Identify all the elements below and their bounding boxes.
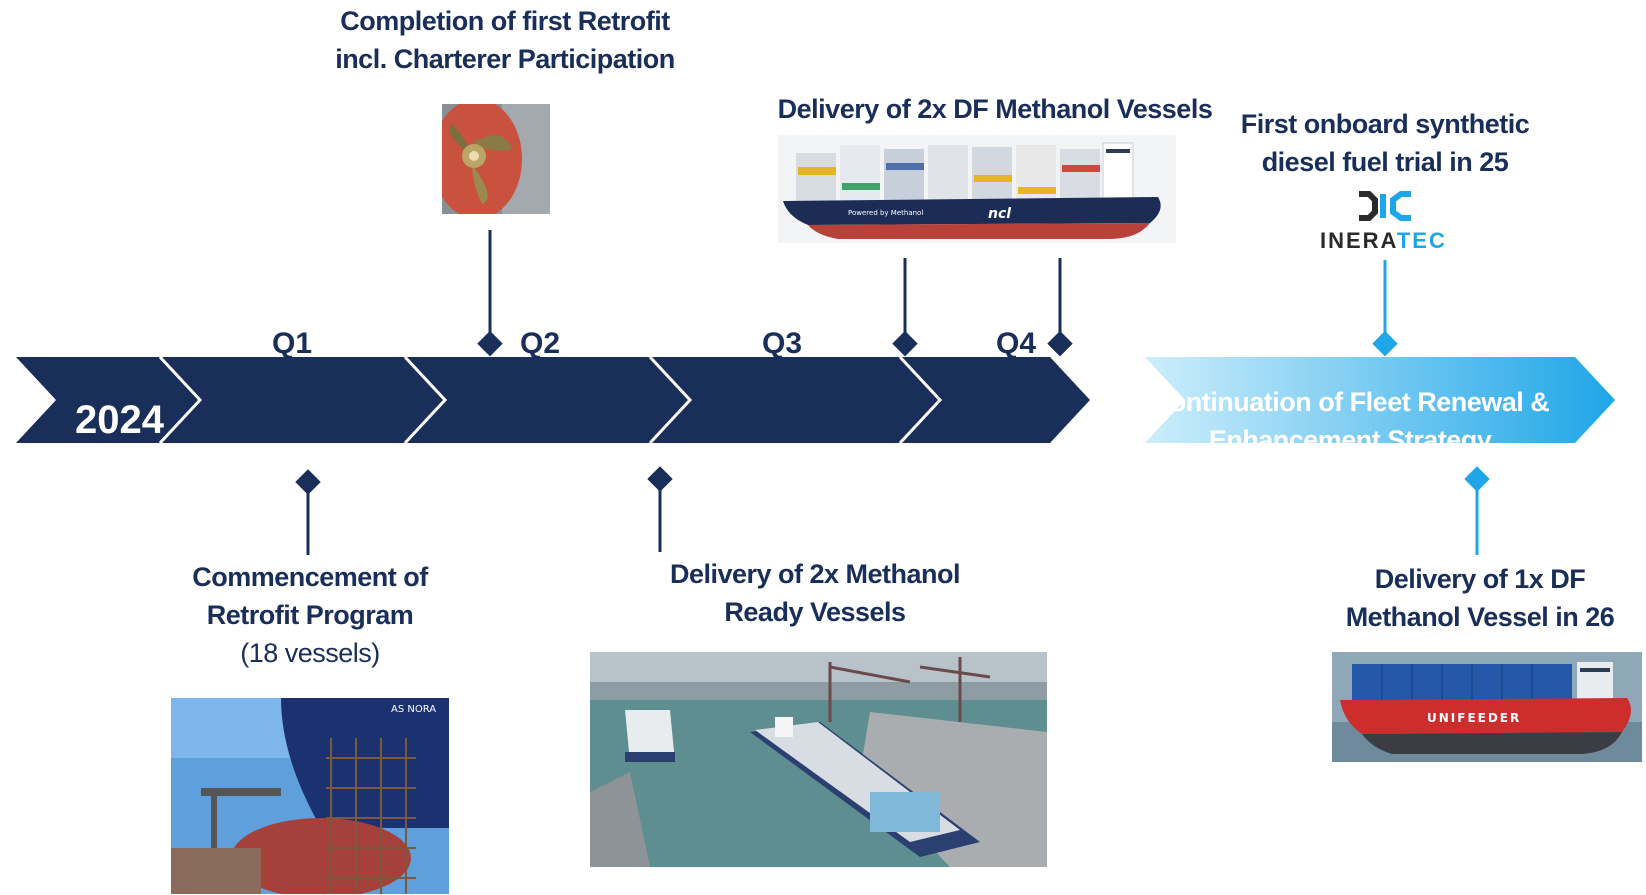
future-band-label: Continuation of Fleet Renewal & Enhancem… (1150, 387, 1550, 455)
chevron-separator (158, 355, 203, 445)
ineratec-logo-accent: TEC (1396, 228, 1447, 253)
event-df-methanol-26: Delivery of 1x DF Methanol Vessel in 26 (1345, 564, 1615, 632)
ineratec-logo-pre: INERA (1320, 228, 1397, 253)
quarter-q1: Q1 (272, 327, 313, 360)
event-methanol-ready-delivery: Delivery of 2x Methanol Ready Vessels (669, 559, 961, 627)
marker-diamond (892, 330, 918, 357)
quarter-q3: Q3 (762, 327, 803, 360)
chevron-separator (648, 355, 693, 445)
event-synthetic-diesel-trial: First onboard synthetic diesel fuel tria… (1240, 109, 1530, 177)
unifeeder-ship-logo: UNIFEEDER (1427, 711, 1521, 725)
shipyard-aerial-photo (590, 652, 1047, 867)
ineratec-logo-icon (1359, 191, 1411, 221)
event-retrofit-commencement-sub: (18 vessels) (240, 638, 380, 668)
marker-diamond (1047, 330, 1073, 357)
quarter-q4: Q4 (996, 327, 1037, 360)
propeller-photo (442, 104, 550, 214)
ineratec-logo-text: INERATEC (1320, 228, 1447, 254)
event-retrofit-commencement: Commencement of Retrofit Program (18 ves… (150, 558, 470, 672)
chevron-separator (403, 355, 448, 445)
retrofit-shipyard-photo: AS NORA (171, 698, 449, 894)
ncl-ship-tag: Powered by Methanol (848, 209, 923, 217)
future-band (1145, 357, 1615, 443)
event-df-methanol-delivery: Delivery of 2x DF Methanol Vessels (777, 94, 1213, 124)
ncl-ship-image: ncl Powered by Methanol (778, 135, 1176, 243)
nora-ship-text: AS NORA (391, 704, 436, 715)
quarter-q2: Q2 (520, 327, 561, 360)
unifeeder-ship-image: UNIFEEDER (1332, 652, 1642, 762)
year-2024-band (16, 357, 1090, 443)
event-retrofit-commencement-title: Commencement of Retrofit Program (192, 562, 428, 630)
event-retrofit-completion: Completion of first Retrofit incl. Chart… (335, 6, 675, 74)
ncl-ship-logo: ncl (988, 206, 1011, 222)
year-label: 2024 (75, 398, 164, 442)
marker-diamond (477, 330, 503, 357)
marker-diamond (1372, 330, 1398, 357)
chevron-separator (898, 355, 943, 445)
